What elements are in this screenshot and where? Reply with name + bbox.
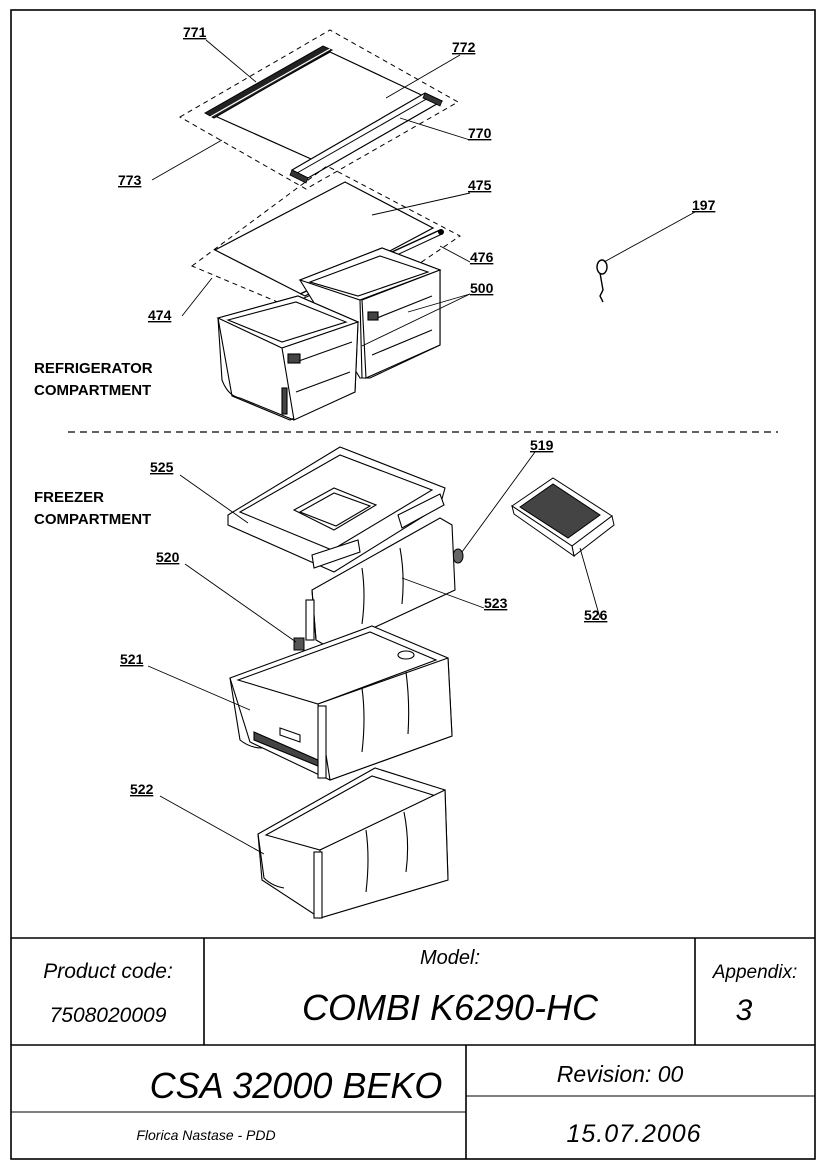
- freezer-heading-2: COMPARTMENT: [34, 511, 151, 528]
- glass-shelf-assembly: [178, 29, 460, 190]
- title-block: [11, 937, 815, 1159]
- clip-part-519: [452, 548, 464, 564]
- freezer-heading: FREEZER: [34, 489, 104, 506]
- part-label: 522: [130, 781, 154, 797]
- product-code-value: 7508020009: [50, 1004, 167, 1027]
- part-label: 772: [452, 39, 476, 55]
- appendix-value: 3: [736, 994, 753, 1027]
- freezer-drawer-521: [229, 625, 453, 781]
- flap-door-523: [305, 517, 456, 649]
- ice-tray-526: [511, 477, 615, 558]
- part-label: 523: [484, 595, 508, 611]
- part-label: 521: [120, 651, 144, 667]
- part-label: 770: [468, 125, 492, 141]
- hinge-part-520: [293, 637, 305, 651]
- part-label: 771: [183, 24, 207, 40]
- freezer-drawer-522: [257, 767, 449, 919]
- date-value: 15.07.2006: [566, 1120, 701, 1148]
- model-label: Model:: [420, 947, 480, 969]
- part-label: 525: [150, 459, 174, 475]
- part-label: 475: [468, 177, 492, 193]
- refrigerator-heading-2: COMPARTMENT: [34, 382, 151, 399]
- part-label: 773: [118, 172, 142, 188]
- refrigerator-heading: REFRIGERATOR: [34, 360, 153, 377]
- company-name: CSA 32000 BEKO: [150, 1065, 443, 1106]
- part-label: 197: [692, 197, 716, 213]
- handle-part-197: [596, 259, 608, 303]
- freezer-shelf-525: [227, 446, 446, 573]
- part-label: 474: [148, 307, 172, 323]
- part-labels: 771 772 770 773 475 476 474 500 197 519 …: [118, 24, 716, 797]
- part-label: 519: [530, 437, 554, 453]
- crisper-drawers: [216, 247, 442, 421]
- sheet-border: [10, 9, 816, 1160]
- revision-label: Revision: 00: [557, 1061, 684, 1087]
- leader-lines: [147, 39, 696, 855]
- product-code-label: Product code:: [43, 960, 173, 983]
- part-label: 476: [470, 249, 494, 265]
- appendix-label: Appendix:: [712, 962, 798, 983]
- part-label: 526: [584, 607, 608, 623]
- part-label: 520: [156, 549, 180, 565]
- model-value: COMBI K6290-HC: [302, 987, 599, 1028]
- author-name: Florica Nastase - PDD: [136, 1127, 275, 1143]
- part-label: 500: [470, 280, 494, 296]
